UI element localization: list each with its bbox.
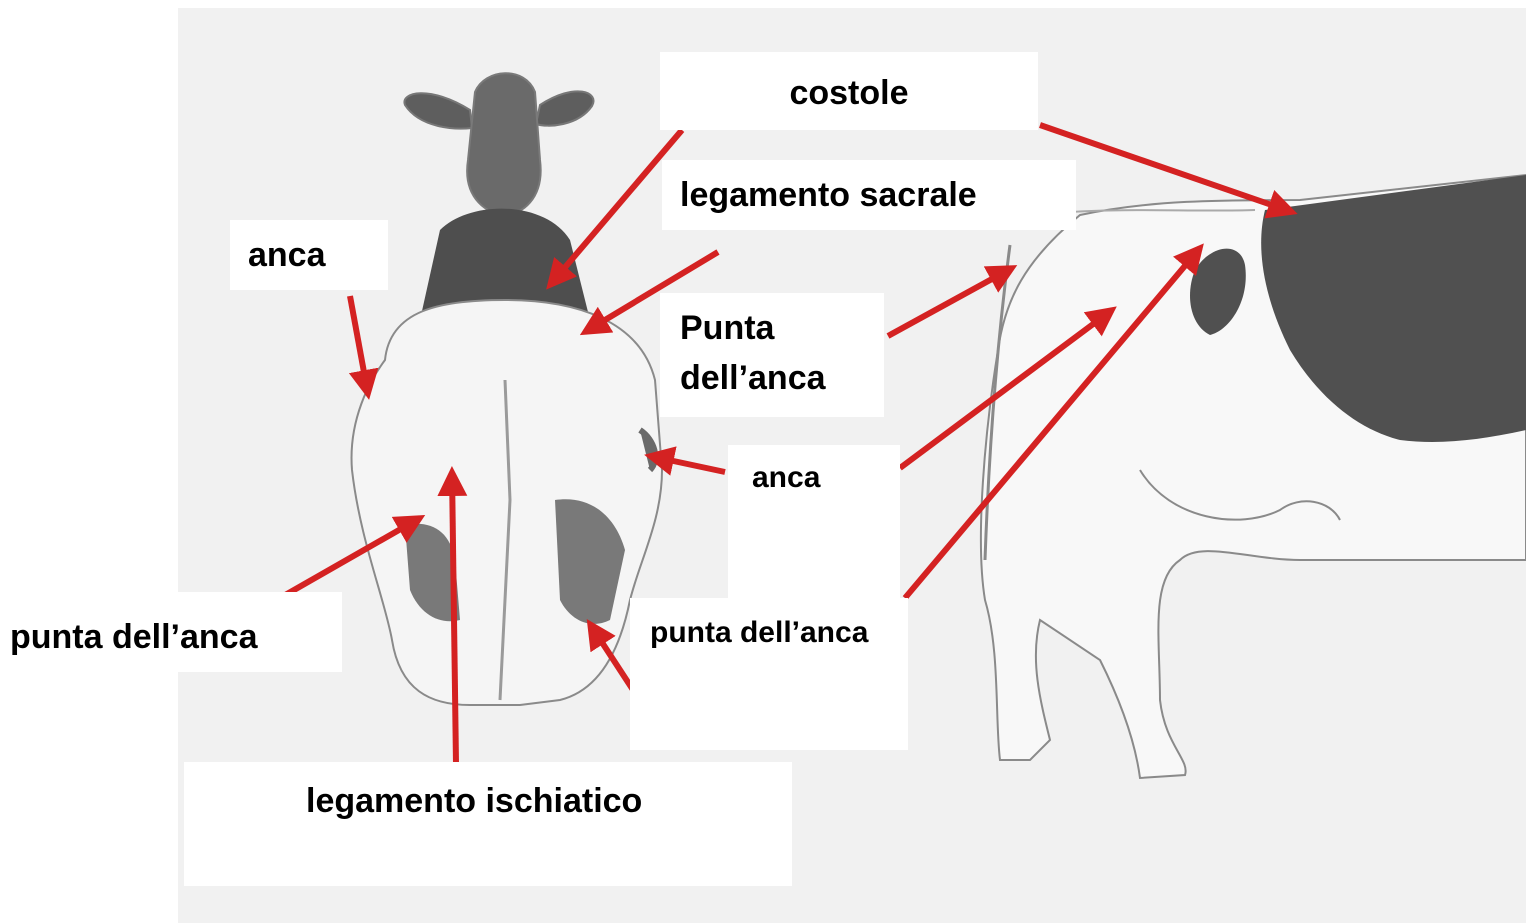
label-legamento-ischiatico: legamento ischiatico <box>184 762 792 886</box>
cow-side-view <box>981 175 1526 778</box>
label-punta-anca-left: punta dell’anca <box>0 592 342 672</box>
arrow-punta-anca-right <box>888 268 1012 336</box>
label-anca-right: anca <box>728 445 900 603</box>
label-legamento-sacrale: legamento sacrale <box>662 160 1076 230</box>
label-anca-left: anca <box>230 220 388 290</box>
label-costole: costole <box>660 52 1038 130</box>
cow-ear-left <box>404 93 472 128</box>
cow-head <box>467 73 540 215</box>
arrow-costole-side <box>1040 125 1292 212</box>
arrow-legamento-ischiatico <box>452 472 456 764</box>
label-punta-anca-bottom-right: punta dell’anca <box>630 598 908 750</box>
cow-rump <box>352 300 662 705</box>
arrow-anca-left <box>350 296 368 394</box>
cow-rear-view <box>352 73 662 705</box>
cow-ear-right <box>536 91 593 125</box>
label-punta-anca-right: Punta dell’anca <box>660 293 884 417</box>
